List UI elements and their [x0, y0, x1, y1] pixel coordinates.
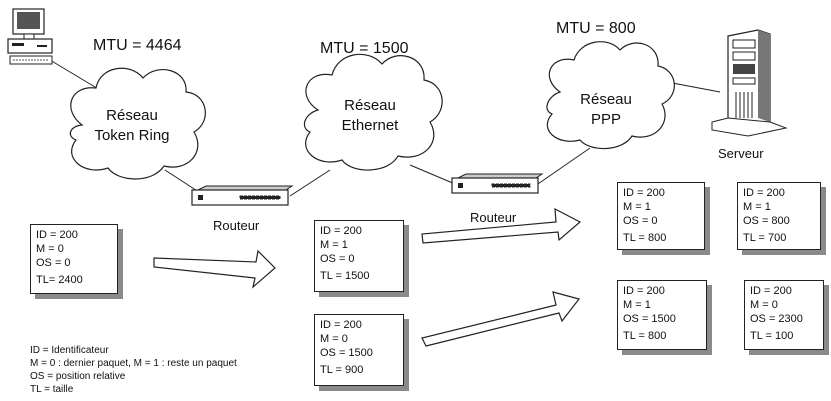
router-1-label: Routeur	[213, 218, 260, 233]
mtu-ppp-label: MTU = 800	[556, 20, 636, 37]
mtu-token-ring-label: MTU = 4464	[93, 37, 182, 54]
router-2-label: Routeur	[470, 210, 517, 225]
mtu-ethernet-label: MTU = 1500	[320, 40, 409, 57]
ppp-network-label: Réseau PPP	[580, 91, 632, 128]
legend: ID = Identificateur M = 0 : dernier paqu…	[30, 344, 237, 396]
packet-ppp-fragment-1: ID = 200 M = 1 OS = 0 TL = 800	[617, 182, 705, 250]
legend-item: M = 0 : dernier paquet, M = 1 : reste un…	[30, 358, 237, 369]
arrow-to-router-1	[153, 249, 276, 289]
packet-ppp-fragment-4: ID = 200 M = 0 OS = 2300 TL = 100	[744, 280, 824, 350]
cloud-ppp	[546, 41, 675, 150]
packet-ethernet-fragment-2: ID = 200 M = 0 OS = 1500 TL = 900	[314, 314, 404, 386]
arrow-to-router-2-bottom	[421, 291, 581, 347]
packet-ethernet-fragment-1: ID = 200 M = 1 OS = 0 TL = 1500	[314, 220, 404, 292]
legend-item: OS = position relative	[30, 371, 126, 382]
token-ring-network-label: Réseau Token Ring	[94, 107, 170, 144]
router-2-icon	[451, 173, 544, 194]
packet-ppp-fragment-2: ID = 200 M = 1 OS = 800 TL = 700	[737, 182, 821, 250]
packet-ppp-fragment-3: ID = 200 M = 1 OS = 1500 TL = 800	[617, 280, 707, 350]
arrow-to-router-2-top	[421, 207, 582, 244]
legend-item: TL = taille	[30, 384, 74, 395]
legend-item: ID = Identificateur	[30, 345, 109, 356]
server-icon	[711, 29, 788, 137]
cloud-ethernet	[303, 53, 443, 171]
ethernet-network-label: Réseau Ethernet	[341, 97, 399, 134]
router-1-icon	[191, 185, 294, 206]
workstation-icon	[7, 8, 53, 65]
server-label: Serveur	[718, 146, 764, 161]
packet-original: ID = 200 M = 0 OS = 0 TL= 2400	[30, 224, 118, 294]
cloud-token-ring	[69, 67, 206, 180]
